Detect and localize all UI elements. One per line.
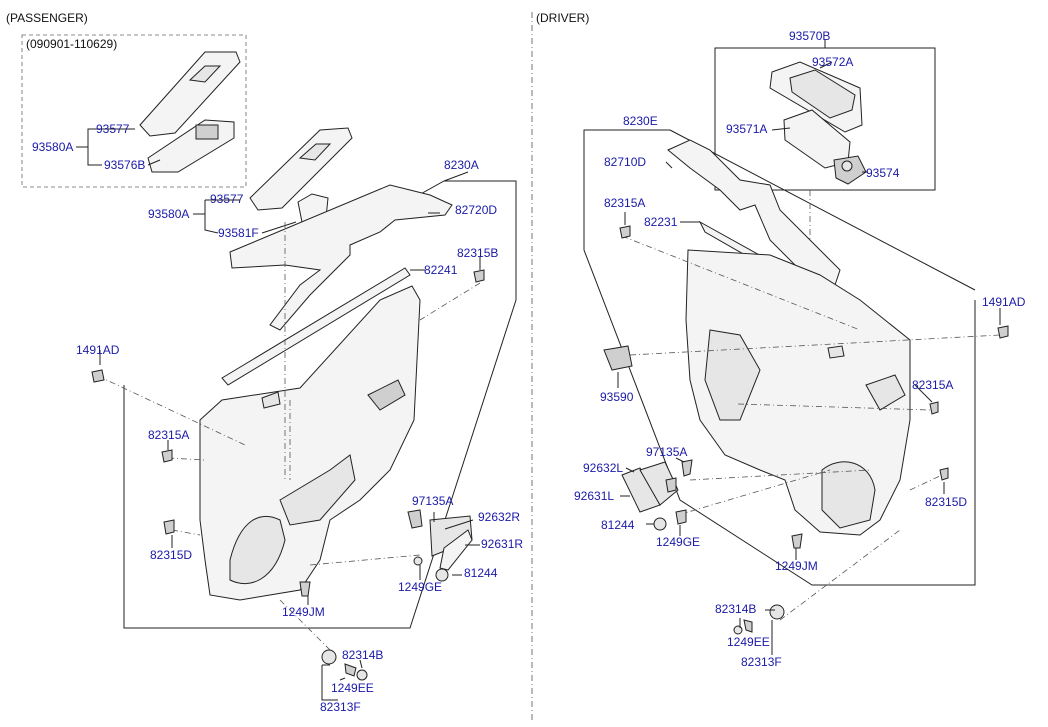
part-label-8230e[interactable]: 8230E [623, 114, 658, 128]
part-label-82315a-driver[interactable]: 82315A [912, 378, 954, 392]
part-label-1249jm-passenger[interactable]: 1249JM [282, 605, 325, 619]
part-label-93577-option[interactable]: 93577 [96, 122, 130, 136]
part-label-82313f-driver[interactable]: 82313F [741, 655, 782, 669]
part-label-81244-passenger[interactable]: 81244 [464, 566, 498, 580]
part-label-97135a-driver[interactable]: 97135A [646, 445, 688, 459]
part-label-82710d[interactable]: 82710D [604, 155, 647, 169]
driver-switch-illustration [769, 61, 867, 185]
part-label-1249ee-passenger[interactable]: 1249EE [331, 681, 374, 695]
part-label-1249ee-driver[interactable]: 1249EE [727, 635, 770, 649]
part-label-82315a-driver-top[interactable]: 82315A [604, 196, 646, 210]
part-label-82315d-driver[interactable]: 82315D [925, 495, 968, 509]
part-label-93574[interactable]: 93574 [866, 166, 900, 180]
part-label-1491ad-driver[interactable]: 1491AD [982, 295, 1026, 309]
part-label-92631r[interactable]: 92631R [481, 537, 524, 551]
part-label-1491ad-passenger[interactable]: 1491AD [76, 343, 120, 357]
part-label-82314b-driver[interactable]: 82314B [715, 602, 757, 616]
part-label-8230a[interactable]: 8230A [444, 158, 479, 172]
part-label-92631l[interactable]: 92631L [574, 489, 615, 503]
driver-section-title: (DRIVER) [536, 11, 590, 25]
part-label-93580a-option[interactable]: 93580A [32, 140, 74, 154]
passenger-date-range-note: (090901-110629) [26, 37, 118, 51]
part-label-1249jm-driver[interactable]: 1249JM [775, 559, 818, 573]
part-label-82315d-passenger[interactable]: 82315D [150, 548, 193, 562]
driver-assembly-frame [583, 129, 976, 586]
passenger-door-trim-illustration [199, 184, 453, 601]
passenger-section-title: (PASSENGER) [6, 11, 88, 25]
part-label-1249ge-driver[interactable]: 1249GE [656, 535, 701, 549]
part-label-93581f[interactable]: 93581F [218, 226, 259, 240]
passenger-fasteners [91, 269, 485, 681]
driver-door-trim-illustration [667, 139, 911, 536]
part-label-82315b[interactable]: 82315B [457, 246, 499, 260]
part-label-82720d[interactable]: 82720D [455, 203, 498, 217]
part-label-93590[interactable]: 93590 [600, 390, 634, 404]
part-label-93577[interactable]: 93577 [210, 192, 244, 206]
part-label-82313f-passenger[interactable]: 82313F [320, 700, 361, 714]
part-label-82315a-passenger[interactable]: 82315A [148, 428, 190, 442]
part-label-93570b[interactable]: 93570B [789, 29, 831, 43]
part-label-1249ge-passenger[interactable]: 1249GE [398, 580, 443, 594]
part-label-92632l[interactable]: 92632L [583, 461, 624, 475]
part-label-93571a[interactable]: 93571A [726, 122, 768, 136]
part-label-82314b-passenger[interactable]: 82314B [342, 648, 384, 662]
part-label-92632r[interactable]: 92632R [478, 510, 521, 524]
part-label-81244-driver[interactable]: 81244 [601, 518, 635, 532]
part-label-82231[interactable]: 82231 [644, 215, 678, 229]
part-label-93572a[interactable]: 93572A [812, 55, 854, 69]
part-label-93580a[interactable]: 93580A [148, 207, 190, 221]
switch-bezel-illustration-2 [249, 127, 353, 223]
option-dashed-box [21, 34, 247, 188]
part-label-82241[interactable]: 82241 [424, 263, 458, 277]
switch-bezel-illustration [139, 51, 241, 173]
part-label-97135a-passenger[interactable]: 97135A [412, 494, 454, 508]
part-label-93576b[interactable]: 93576B [104, 158, 146, 172]
driver-fasteners [603, 225, 1009, 635]
